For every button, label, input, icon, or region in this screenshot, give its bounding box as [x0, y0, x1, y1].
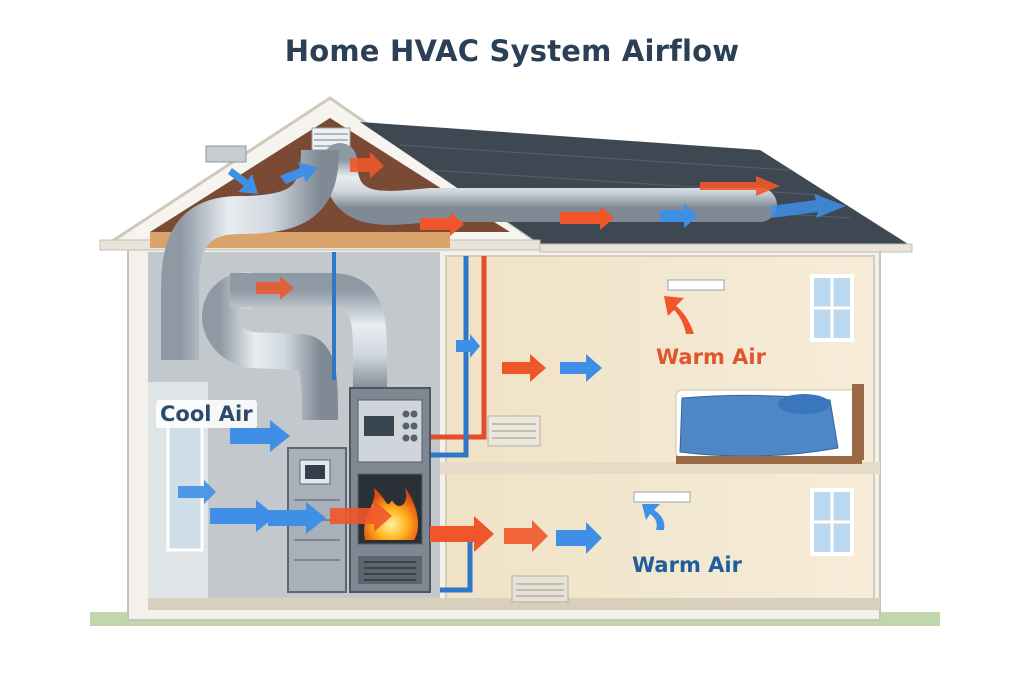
vents	[487, 279, 725, 603]
warm-air-label-lower: Warm Air	[632, 553, 742, 577]
diagram-title: Home HVAC System Airflow	[284, 34, 740, 68]
cool-air-label: Cool Air	[156, 400, 257, 428]
airflow-arrows	[178, 152, 846, 554]
furnace	[349, 387, 431, 593]
bed	[675, 384, 864, 464]
pipes	[332, 252, 487, 593]
ductwork	[161, 143, 777, 421]
warm-air-label-upper: Warm Air	[656, 345, 766, 369]
cool-air-arrows	[178, 162, 846, 554]
warm-air-arrows	[256, 152, 780, 552]
